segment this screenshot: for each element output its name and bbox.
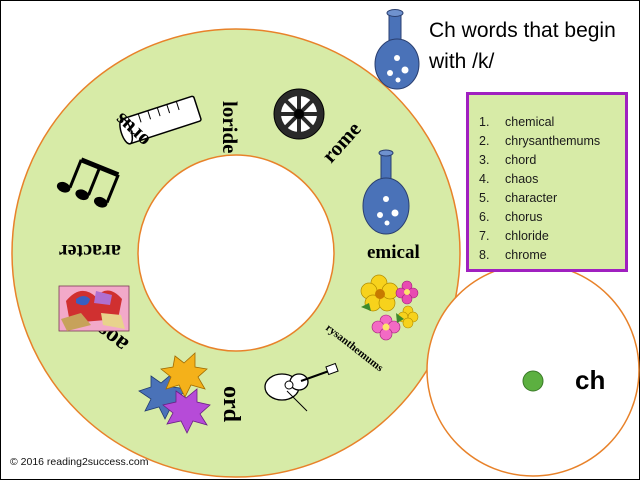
list-item-number: 8. [479,248,490,262]
list-item-word: chrysanthemums [505,134,601,148]
page-title: Ch words that begin with /k/ [429,15,639,77]
list-item-word: chloride [505,229,549,243]
list-item-number: 6. [479,210,490,224]
spinner-dot[interactable] [522,370,544,392]
segment-emical: emical [367,242,420,263]
flowers-icon [360,274,419,341]
character-picture-icon [58,285,130,332]
word-list: 1. chemical 2. chrysanthemums 3. chord 4. ch… [469,95,625,265]
title-line-2: with /k/ [429,50,495,73]
music-notes-icon [56,157,120,208]
list-item-number: 4. [479,172,490,186]
list-item-word: chemical [505,115,555,129]
spinner-label: ch [575,365,605,395]
list-item: 8. chrome [479,246,625,265]
segment-ord: ord [218,386,244,423]
list-item: 5. character [479,189,625,208]
list-item-word: character [505,191,558,205]
flask-icon [362,149,410,235]
list-item-number: 2. [479,134,490,148]
chaos-splash-icon [138,352,211,434]
list-item: 1. chemical [479,113,625,132]
copyright-text: © 2016 reading2success.com [10,456,149,468]
list-item-number: 5. [479,191,490,205]
title-line-1: Ch words that begin [429,19,616,42]
chrome-wheel-icon [273,88,325,140]
segment-loride: loride [218,101,242,154]
list-item-word: chrome [505,248,547,262]
title-flask-icon [374,9,420,90]
list-item-word: chord [505,153,537,167]
word-list-box: 1. chemical 2. chrysanthemums 3. chord 4. ch… [466,92,628,272]
list-item: 7. chloride [479,227,625,246]
list-item-word: chaos [505,172,539,186]
inner-hole [137,154,335,352]
segment-aracter: aracter [59,240,121,262]
test-tube-icon [119,95,202,145]
list-item: 4. chaos [479,170,625,189]
list-item-number: 1. [479,115,490,129]
list-item: 6. chorus [479,208,625,227]
list-item-word: chorus [505,210,543,224]
guitar-icon [264,362,339,412]
list-item-number: 7. [479,229,490,243]
list-item-number: 3. [479,153,490,167]
spinner-circle[interactable] [426,263,640,477]
list-item: 3. chord [479,151,625,170]
list-item: 2. chrysanthemums [479,132,625,151]
